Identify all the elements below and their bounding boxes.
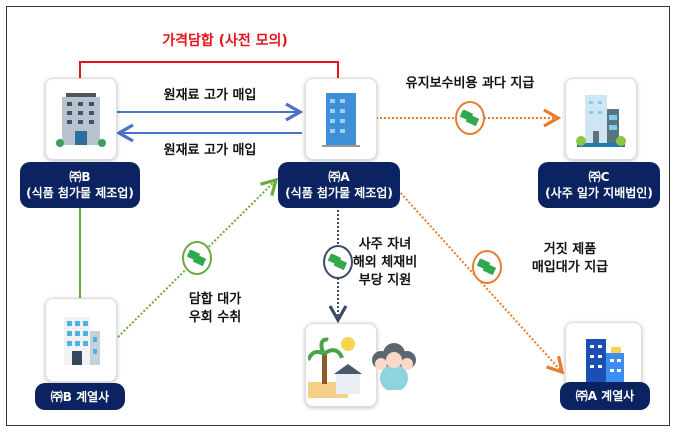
overseas-family-icon [305,323,377,407]
arrow-baff-to-a [117,177,279,338]
company-b-building-icon [45,78,117,160]
flow-b-to-a-label: 원재료 고가 매입 [163,88,257,103]
money-icon [472,250,502,284]
arrow-a-to-aaff [397,189,565,375]
collusion-line [79,61,339,78]
b-affiliate-building-icon [45,298,117,382]
collusion-label: 가격담합 (사전 모의) [162,33,288,49]
company-b-label: ㈜B(식품 첨가물 제조업) [20,162,140,208]
money-icon [182,241,212,275]
flow-a-to-b-label: 원재료 고가 매입 [163,143,257,158]
family-people-icon [370,340,418,392]
b-affiliate-label: ㈜B 계열사 [35,383,125,410]
company-a-label: ㈜A(식품 첨가물 제조업) [278,162,400,208]
money-icon [323,245,353,279]
flow-a-to-c-label: 유지보수비용 과다 지급 [405,76,535,91]
company-c-label: ㈜C(사주 일가 지배법인) [538,162,660,208]
company-c-building-icon [565,78,637,160]
company-a-building-icon [305,78,377,160]
diagram-frame [6,6,670,426]
a-affiliate-label: ㈜A 계열사 [560,382,650,410]
money-icon [455,101,485,135]
